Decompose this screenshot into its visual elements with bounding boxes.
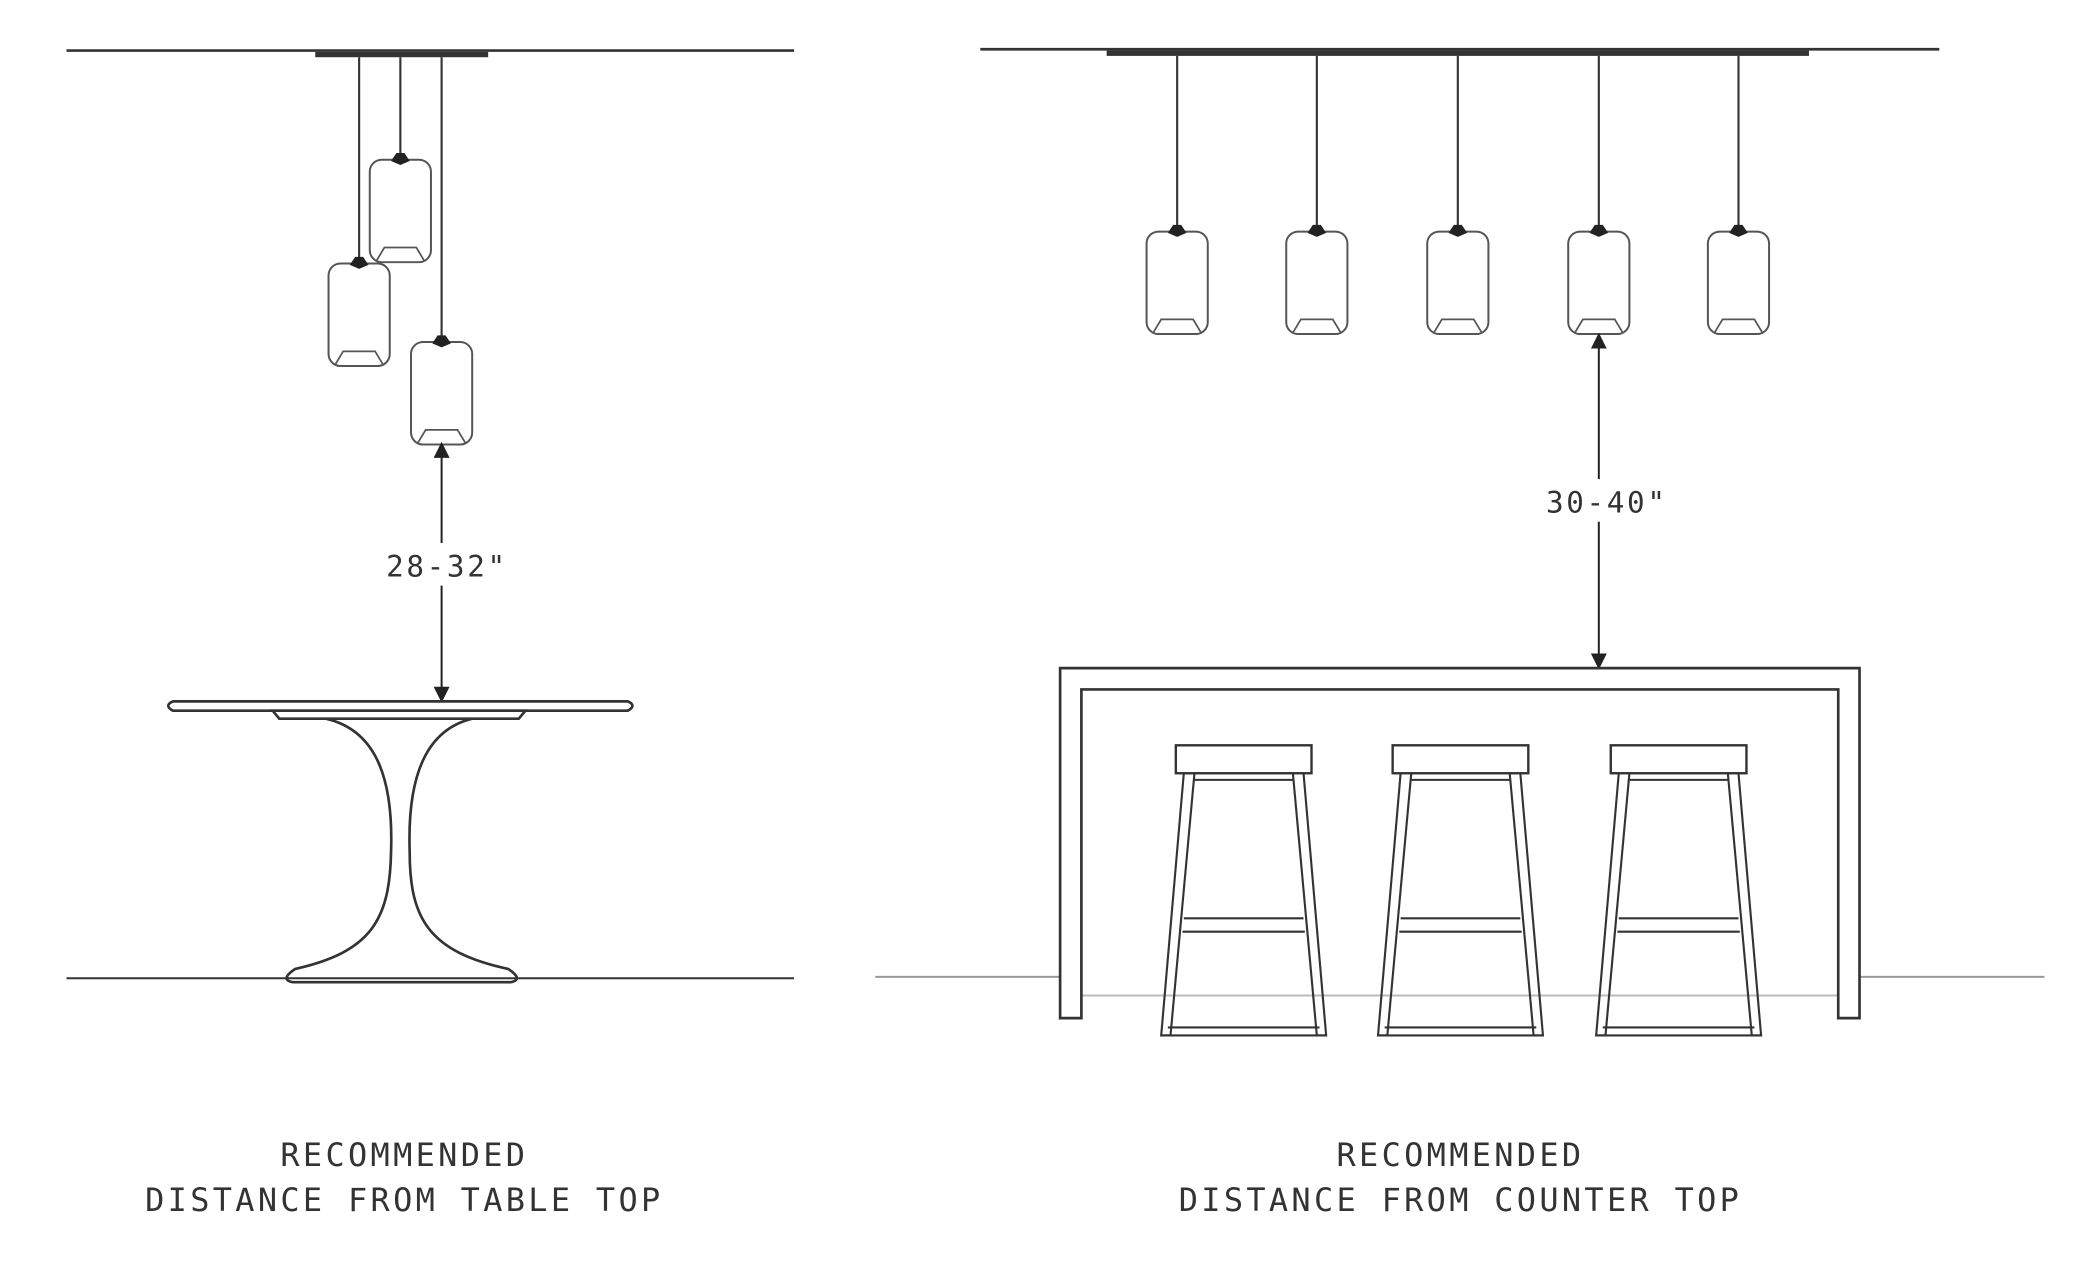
pendant-inner-cup — [1433, 318, 1483, 334]
pendant-light — [1426, 55, 1490, 336]
left-caption-line1: RECOMMENDED — [280, 1136, 528, 1174]
pendant-light — [1145, 55, 1209, 336]
right-caption-line2: DISTANCE FROM COUNTER TOP — [1179, 1181, 1742, 1219]
stool-seat — [1391, 744, 1530, 775]
pendant-cap — [1589, 224, 1609, 237]
pendant-light — [327, 57, 391, 367]
bar-stool — [1376, 744, 1545, 1037]
left-dimension-bg — [388, 543, 501, 586]
pendant-inner-cup — [1574, 318, 1624, 334]
right-caption-line1: RECOMMENDED — [1337, 1136, 1585, 1174]
pendant-inner-cup — [416, 429, 467, 444]
table-scene: 28-32" RECOMMENDED DISTANCE FROM TABLE T… — [66, 49, 795, 1219]
pendant-cap — [1729, 224, 1748, 237]
pendant-inner-cup — [1713, 318, 1764, 334]
pendant-light — [368, 57, 432, 264]
left-pendant-cluster — [327, 57, 474, 446]
pendant-inner-cup — [1152, 318, 1202, 334]
counter — [1058, 666, 1861, 1020]
counter-scene: 30-40" RECOMMENDED DISTANCE FROM COUNTER… — [875, 47, 2045, 1219]
pendant-cap — [432, 335, 451, 348]
pendant-light — [1285, 55, 1349, 336]
bar-stool — [1160, 744, 1328, 1037]
bar-stools — [1160, 744, 1763, 1037]
bar-stool — [1594, 744, 1763, 1037]
pendant-light — [410, 57, 474, 446]
pendant-cap — [1448, 224, 1468, 237]
pendant-cap — [1307, 224, 1327, 237]
left-caption-line2: DISTANCE FROM TABLE TOP — [145, 1181, 663, 1219]
pendant-cap — [349, 256, 369, 269]
tulip-table — [166, 700, 634, 984]
right-pendant-row — [1145, 55, 1771, 336]
pendant-light — [1706, 55, 1771, 336]
right-canopy — [1106, 50, 1809, 56]
stool-seat — [1609, 744, 1748, 775]
right-dimension-bg — [1548, 479, 1668, 522]
pendant-cap — [1167, 224, 1187, 237]
pendant-inner-cup — [334, 350, 384, 366]
stool-seat — [1174, 744, 1313, 775]
pendant-inner-cup — [1292, 318, 1342, 334]
pendant-cap — [391, 153, 410, 166]
left-canopy — [315, 51, 489, 58]
pendant-light — [1567, 55, 1631, 336]
left-dimension-label: 28-32" — [386, 549, 508, 583]
right-dimension-label: 30-40" — [1546, 485, 1668, 519]
pendant-inner-cup — [375, 246, 426, 262]
